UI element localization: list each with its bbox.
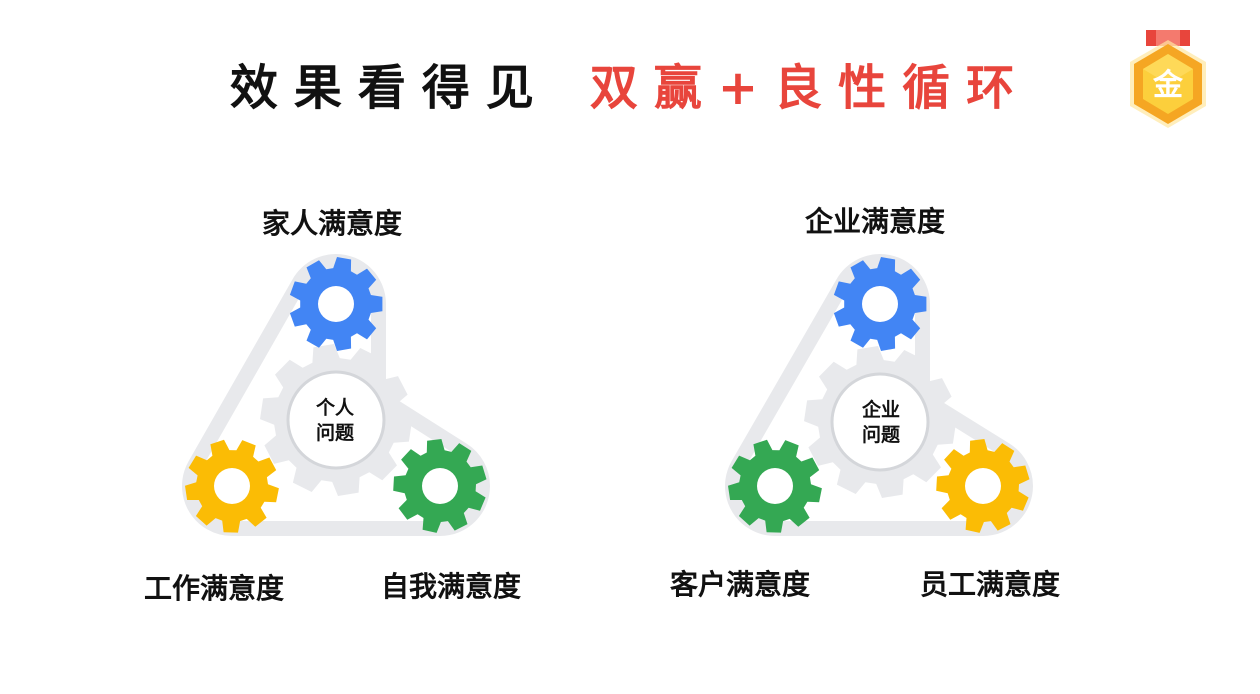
left-center-hub (286, 370, 386, 470)
right-center-label: 企业 问题 (836, 398, 926, 448)
right-center-line1: 企业 (861, 399, 900, 421)
right-top-label: 企业满意度 (805, 205, 946, 238)
left-bottom-right-label: 自我满意度 (381, 570, 522, 603)
right-bottom-left-gear-hole (757, 468, 793, 504)
right-bottom-right-gear-hole (965, 468, 1001, 504)
page-title: 效果看得见双赢+良性循环 (0, 56, 1260, 120)
left-center-line1: 个人 (315, 397, 354, 419)
right-top-gear-hole (862, 286, 898, 322)
right-bottom-right-label: 员工满意度 (920, 568, 1061, 601)
right-gear-diagram: 企业 问题 (713, 236, 1053, 566)
left-center-label: 个人 问题 (290, 396, 380, 446)
title-part1: 效果看得见 (229, 60, 550, 116)
medal-text: 金 (1152, 68, 1184, 103)
left-center-line2: 问题 (315, 422, 354, 444)
left-top-gear-hole (318, 286, 354, 322)
right-gear-svg (725, 254, 1033, 536)
left-bottom-left-gear-hole (214, 468, 250, 504)
left-top-label: 家人满意度 (262, 207, 403, 240)
title-part2: 双赢+良性循环 (589, 60, 1031, 116)
left-gear-svg (182, 254, 490, 536)
left-bottom-left-label: 工作满意度 (144, 572, 285, 605)
right-center-hub (830, 372, 930, 472)
left-gear-diagram: 个人 问题 (170, 236, 510, 566)
right-center-line2: 问题 (861, 424, 900, 446)
gold-medal-icon: 金 (1130, 30, 1206, 128)
left-bottom-right-gear-hole (422, 468, 458, 504)
right-bottom-left-label: 客户满意度 (670, 568, 811, 601)
